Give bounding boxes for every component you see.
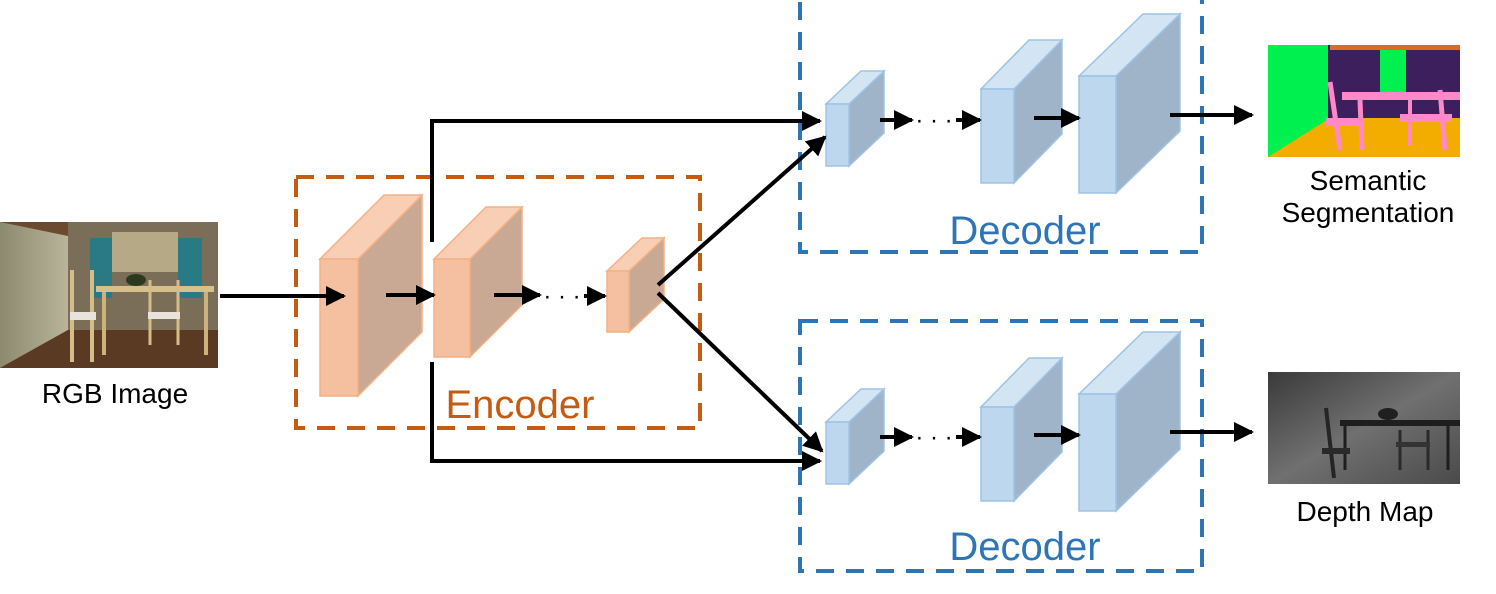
rgb-image-label: RGB Image — [42, 378, 188, 409]
decoder-top-label: Decoder — [949, 209, 1100, 253]
decoder-bottom-label: Decoder — [949, 525, 1100, 569]
skip-connection-bottom — [430, 362, 822, 471]
semantic-segmentation-thumbnail — [1268, 45, 1460, 157]
semantic-label-line2: Segmentation — [1282, 197, 1455, 228]
decoder-top-block-2 — [979, 38, 1064, 185]
decoder-bottom-block-1 — [824, 387, 886, 486]
encoder-block-1 — [318, 193, 424, 398]
decoder-bottom-block-3 — [1077, 330, 1182, 513]
decoder-top-ellipsis: · · · — [915, 107, 952, 134]
decoder-bottom-ellipsis: · · · — [915, 424, 952, 451]
depth-map-thumbnail — [1268, 372, 1460, 484]
arrow-to-bottom-decoder — [656, 291, 824, 453]
decoder-bottom-block-2 — [979, 356, 1064, 503]
depth-map-label: Depth Map — [1297, 496, 1434, 527]
arrows — [220, 105, 1254, 471]
rgb-image-thumbnail — [0, 222, 218, 368]
decoder-top-block-3 — [1077, 12, 1182, 195]
decoder-bottom-box — [798, 319, 1204, 573]
skip-connection-top — [430, 111, 822, 242]
decoder-top-block-1 — [824, 69, 886, 168]
encoder-block-3 — [605, 236, 666, 334]
encoder-label: Encoder — [446, 383, 595, 427]
encoder-block-2 — [432, 205, 524, 359]
semantic-label-line1: Semantic — [1310, 165, 1427, 196]
decoder-top-box — [798, 0, 1204, 254]
arrow-to-top-decoder — [656, 135, 827, 287]
encoder-ellipsis: · · · — [543, 283, 580, 310]
encoder-box — [294, 175, 702, 430]
